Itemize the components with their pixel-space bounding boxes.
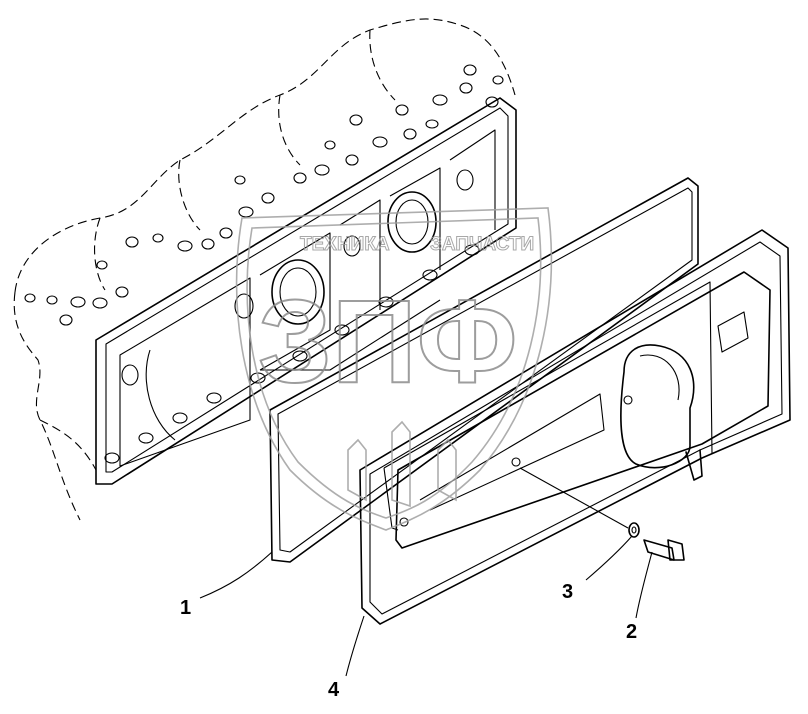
watermark-logo: ТЕХНИКА ЗАПЧАСТИ ЗПФ: [235, 207, 553, 531]
cylinder-head-outline: [13, 18, 516, 521]
leader-lines: [199, 535, 653, 677]
callout-label-4: 4: [328, 679, 340, 701]
leader-line-3: [585, 535, 633, 581]
head-bolt-holes: [24, 64, 504, 326]
head-side-face: [95, 97, 517, 485]
watermark-text-right: ЗАПЧАСТИ: [430, 234, 534, 255]
callout-label-1: 1: [180, 597, 191, 619]
leader-line-1: [199, 551, 273, 599]
callout-label-2: 2: [626, 621, 637, 643]
washer-part-3: [628, 522, 640, 538]
gasket-part-1: [269, 177, 699, 563]
watermark-text-left: ТЕХНИКА: [300, 234, 390, 255]
watermark-logo-letters: ЗПФ: [258, 276, 517, 408]
leader-line-4: [345, 615, 365, 677]
callout-label-3: 3: [562, 581, 573, 603]
bolt-part-2: [643, 539, 685, 561]
side-cover-part-4: [359, 229, 791, 625]
leader-line-2: [635, 551, 653, 619]
assembly-centerline: [519, 467, 629, 529]
